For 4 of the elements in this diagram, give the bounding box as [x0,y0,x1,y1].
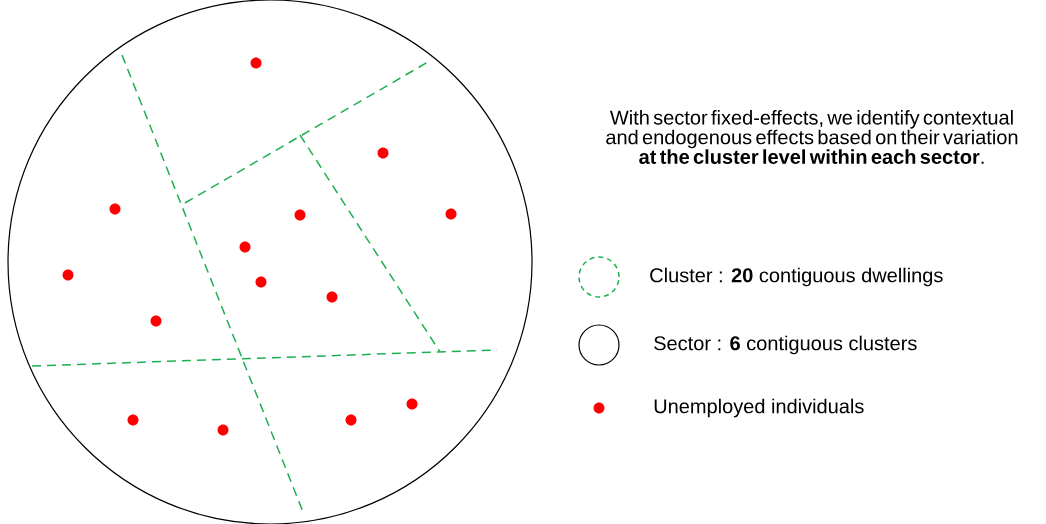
note-text: With sector fixed-effects, we identify contextual and endogenous effects based on their variation at the cluster level within each sector. [606,110,1018,164]
legend-text: Sector : 6 contiguous clusters [654,335,917,355]
legend-text: Cluster : 20 contiguous dwellings [650,267,943,287]
legend-text: Unemployed individuals [654,398,864,418]
